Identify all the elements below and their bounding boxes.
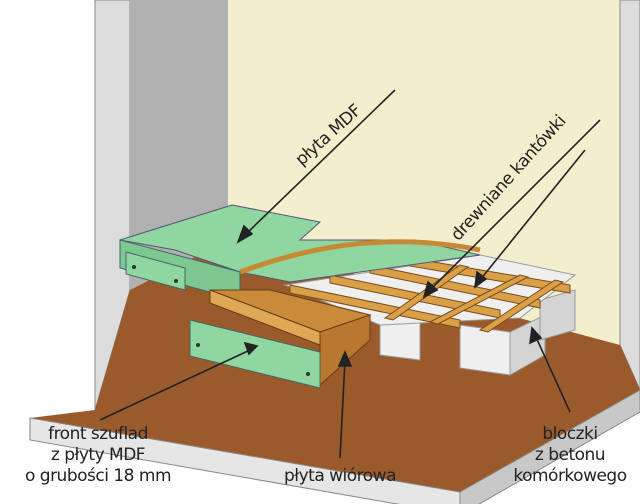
label-line: bloczki: [542, 424, 598, 444]
mdf-drawer-front-fixed: [125, 251, 186, 291]
wooden-battens: [289, 257, 571, 333]
label-line: komórkowego: [513, 466, 627, 486]
floor-slab-front: [29, 417, 461, 504]
label-chipboard: płyta wiórowa: [283, 466, 397, 486]
label-drawer-front: front szuflad z płyty MDF o grubości 18 …: [18, 424, 178, 487]
label-line: front szuflad: [48, 424, 148, 444]
label-line: o grubości 18 mm: [24, 466, 172, 486]
label-line: z betonu: [534, 445, 606, 465]
right-frame: [619, 0, 640, 391]
mdf-curve-edge: [239, 239, 481, 275]
leader-arrows: [99, 89, 601, 459]
drawer-front: [189, 319, 321, 389]
floor-slab-side: [459, 389, 640, 504]
mdf-platform-top: [119, 204, 481, 283]
label-line: z płyty MDF: [50, 445, 146, 465]
label-blocks: bloczki z betonu komórkowego: [500, 424, 640, 487]
